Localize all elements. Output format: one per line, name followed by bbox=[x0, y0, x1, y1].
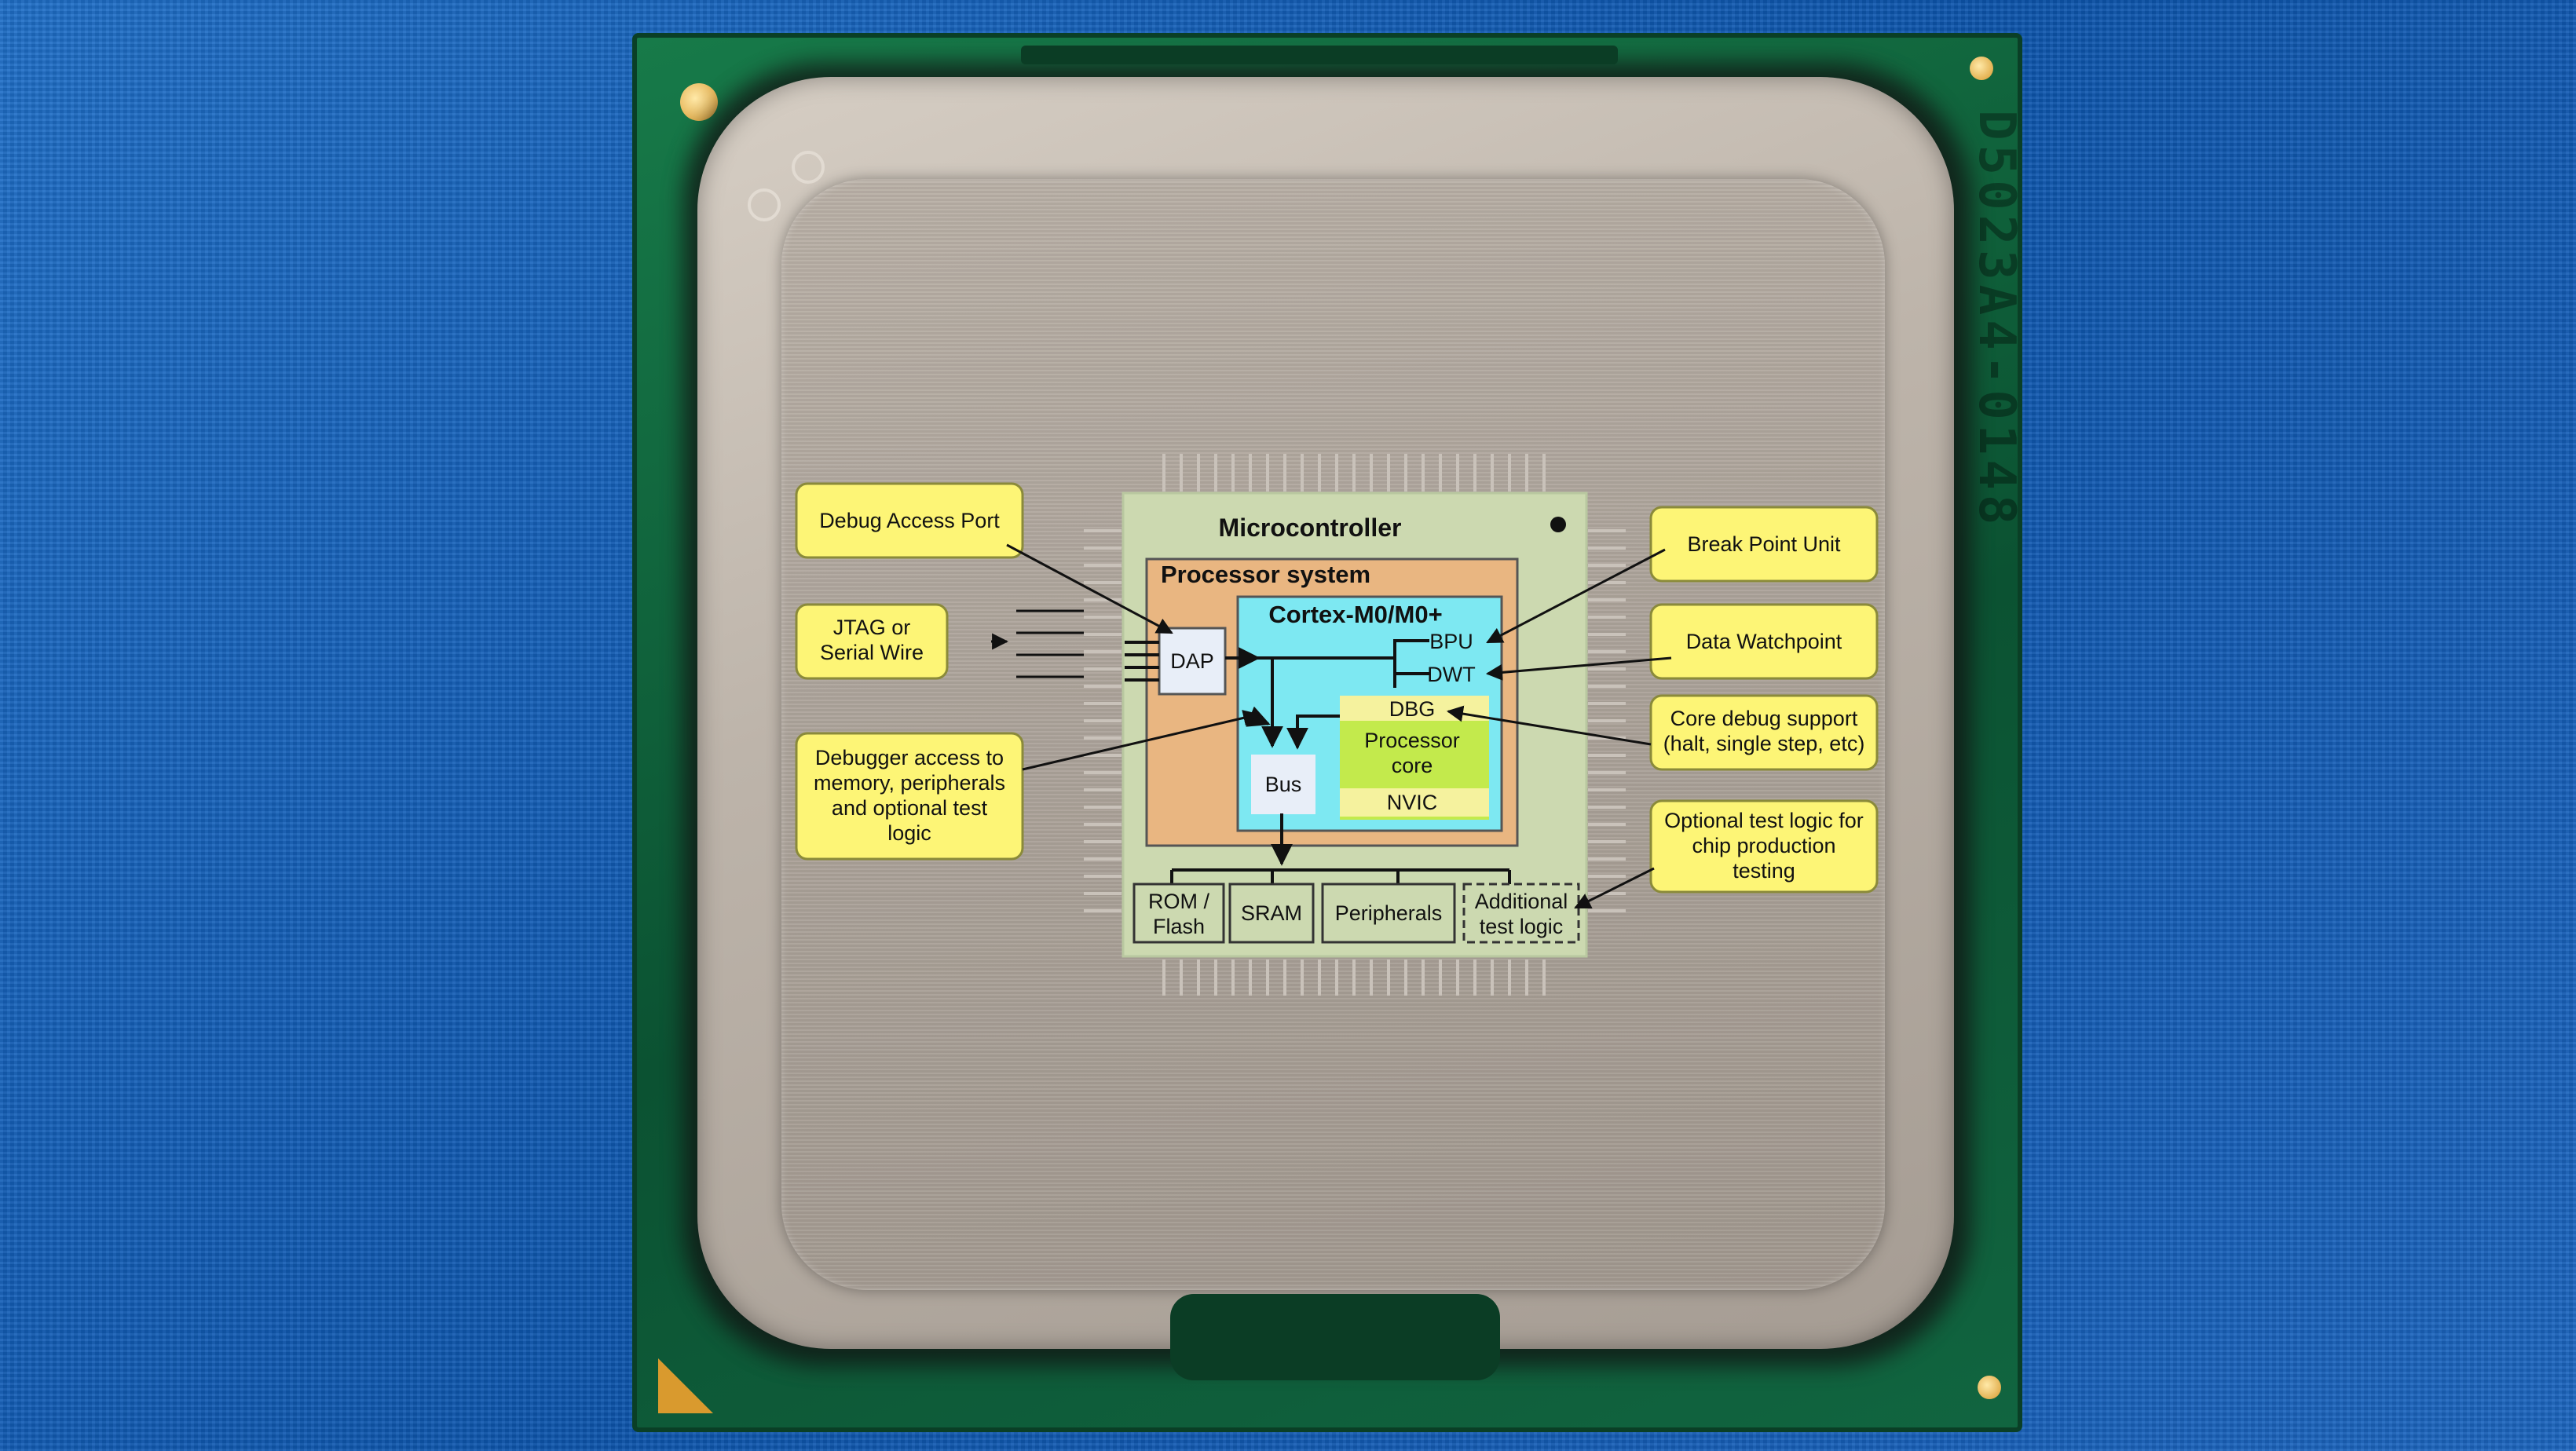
processor-core-label-line1: Processor bbox=[1364, 729, 1460, 752]
rom-flash-box bbox=[1132, 883, 1225, 944]
peripherals-label: Peripherals bbox=[1335, 901, 1443, 925]
processor-system-label: Processor system bbox=[1161, 561, 1370, 588]
svg-text:and optional test: and optional test bbox=[832, 796, 988, 820]
dbg-label: DBG bbox=[1389, 697, 1436, 721]
additional-test-logic-line2: test logic bbox=[1480, 915, 1564, 938]
pin1-dot bbox=[1550, 517, 1566, 532]
rom-flash-label-line1: ROM / bbox=[1148, 890, 1209, 913]
peripherals-box bbox=[1321, 883, 1456, 944]
svg-text:testing: testing bbox=[1733, 859, 1795, 883]
svg-text:Break Point Unit: Break Point Unit bbox=[1687, 532, 1841, 556]
callout-data-watchpoint: Data Watchpoint bbox=[1649, 603, 1879, 680]
bpu-label: BPU bbox=[1429, 630, 1473, 653]
additional-test-logic-box bbox=[1462, 883, 1580, 944]
callout-debug-access-port: Debug Access Port bbox=[795, 482, 1024, 559]
dap-box bbox=[1158, 627, 1227, 696]
jtag-lines bbox=[1016, 609, 1084, 678]
svg-text:Data Watchpoint: Data Watchpoint bbox=[1686, 630, 1842, 653]
package-top-slot bbox=[1021, 46, 1618, 64]
nvic-label: NVIC bbox=[1387, 791, 1438, 814]
svg-text:Debug Access Port: Debug Access Port bbox=[819, 509, 1000, 532]
chip-pins bbox=[1084, 454, 1626, 996]
bus-label: Bus bbox=[1265, 773, 1302, 796]
svg-text:Core debug support: Core debug support bbox=[1670, 707, 1858, 730]
pcb-gold-dot-top-left bbox=[680, 83, 718, 121]
internal-connections bbox=[1125, 639, 1511, 884]
callout-core-debug: Core debug support (halt, single step, e… bbox=[1649, 694, 1879, 771]
cortex-label: Cortex-M0/M0+ bbox=[1268, 601, 1442, 628]
svg-text:Debugger access to: Debugger access to bbox=[815, 746, 1004, 769]
svg-text:(halt, single step, etc): (halt, single step, etc) bbox=[1663, 732, 1865, 755]
svg-text:JTAG or: JTAG or bbox=[833, 616, 911, 639]
pcb-orientation-triangle bbox=[658, 1358, 713, 1413]
sram-label: SRAM bbox=[1241, 901, 1302, 925]
bus-box bbox=[1251, 755, 1315, 814]
pcb-gold-dot-bottom-right bbox=[1978, 1376, 2001, 1399]
svg-text:chip production: chip production bbox=[1692, 834, 1835, 857]
nvic-box bbox=[1340, 788, 1489, 817]
microcontroller-label: Microcontroller bbox=[1219, 514, 1402, 542]
callout-optional-test: Optional test logic for chip production … bbox=[1649, 799, 1879, 894]
callout-jtag: JTAG or Serial Wire bbox=[795, 603, 949, 680]
svg-text:Optional test logic for: Optional test logic for bbox=[1664, 809, 1864, 832]
processor-core-label-line2: core bbox=[1392, 754, 1433, 777]
callout-break-point-unit: Break Point Unit bbox=[1649, 506, 1879, 583]
svg-text:Serial Wire: Serial Wire bbox=[820, 641, 924, 664]
dap-label: DAP bbox=[1170, 649, 1214, 673]
callout-debugger-access: Debugger access to memory, peripherals a… bbox=[795, 732, 1024, 861]
additional-test-logic-line1: Additional bbox=[1475, 890, 1568, 913]
sram-box bbox=[1228, 883, 1315, 944]
callout-arrows bbox=[991, 543, 1672, 909]
heat-spreader-ring-mark bbox=[792, 151, 825, 184]
heat-spreader-ring-mark-2 bbox=[748, 188, 781, 221]
svg-text:memory, peripherals: memory, peripherals bbox=[814, 771, 1005, 795]
pcb-gold-dot-top-right bbox=[1970, 57, 1993, 80]
package-bottom-notch bbox=[1170, 1294, 1500, 1380]
rom-flash-label-line2: Flash bbox=[1153, 915, 1205, 938]
package-serial-marking: D5023A4-0148 bbox=[1967, 110, 2025, 530]
dwt-label: DWT bbox=[1427, 663, 1475, 686]
svg-text:logic: logic bbox=[887, 821, 931, 845]
